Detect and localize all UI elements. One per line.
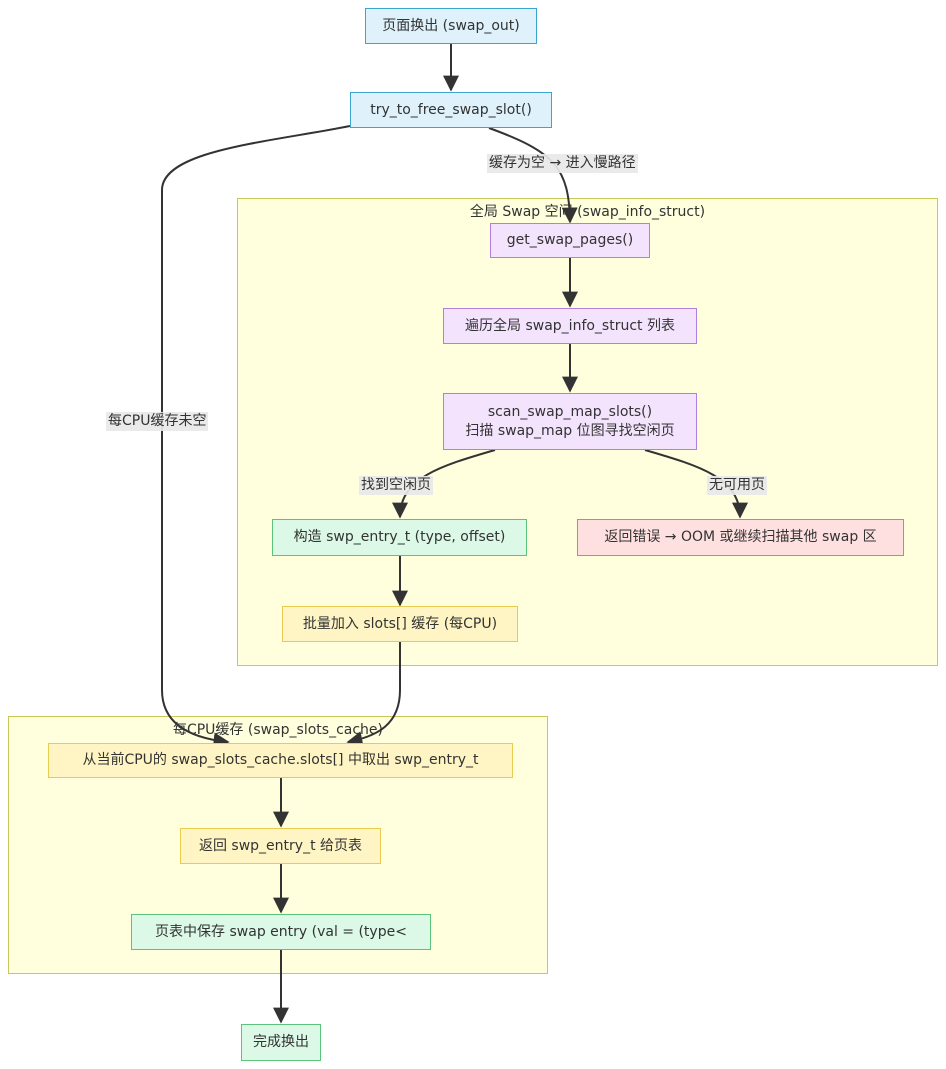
node-traverse-label: 遍历全局 swap_info_struct 列表: [465, 317, 675, 334]
node-scan-label-line2: 扫描 swap_map 位图寻找空闲页: [465, 422, 675, 439]
edge-scan-to-construct: [392, 449, 496, 519]
cluster-global-title: 全局 Swap 空间 (swap_info_struct): [469, 204, 706, 220]
node-batch-label: 批量加入 slots[] 缓存 (每CPU): [302, 615, 498, 632]
edge-tryfree-to-getpages: [488, 127, 578, 224]
edge-label-percpu-not-empty: 每CPU缓存未空: [106, 412, 209, 431]
edge-label-empty-cache: 缓存为空 → 进入慢路径: [487, 154, 638, 173]
node-done: 完成换出: [241, 1024, 321, 1061]
node-save-swap-entry: 页表中保存 swap entry (val = (type<: [131, 914, 431, 950]
node-done-label: 完成换出: [253, 1034, 309, 1050]
node-construct-swp-entry: 构造 swp_entry_t (type, offset): [272, 519, 527, 556]
node-try-to-free-swap-slot: try_to_free_swap_slot(): [350, 92, 552, 128]
node-batch-add-slots: 批量加入 slots[] 缓存 (每CPU): [282, 606, 518, 642]
edge-scan-to-error: [644, 449, 748, 519]
edge-label-none: 无可用页: [707, 476, 767, 495]
node-get-pages-label: get_swap_pages(): [506, 232, 634, 248]
node-return-error: 返回错误 → OOM 或继续扫描其他 swap 区: [577, 519, 904, 556]
edge-batch-to-take: [346, 642, 401, 748]
node-swap-out: 页面换出 (swap_out): [365, 8, 537, 44]
node-construct-label: 构造 swp_entry_t (type, offset): [293, 529, 506, 545]
node-return-entry-label: 返回 swp_entry_t 给页表: [198, 837, 363, 854]
node-traverse-swap-info: 遍历全局 swap_info_struct 列表: [443, 308, 697, 344]
node-return-swp-entry: 返回 swp_entry_t 给页表: [180, 828, 381, 864]
node-try-free-label: try_to_free_swap_slot(): [370, 101, 532, 118]
node-scan-label-line1: scan_swap_map_slots(): [487, 403, 653, 420]
node-get-swap-pages: get_swap_pages(): [490, 223, 650, 258]
edge-label-found: 找到空闲页: [359, 476, 433, 495]
node-error-label: 返回错误 → OOM 或继续扫描其他 swap 区: [604, 529, 877, 545]
edge-tryfree-to-take: [161, 125, 351, 749]
node-take-label: 从当前CPU的 swap_slots_cache.slots[] 中取出 swp…: [82, 752, 479, 768]
node-take-from-slots-cache: 从当前CPU的 swap_slots_cache.slots[] 中取出 swp…: [48, 743, 513, 778]
node-scan-swap-map-slots: scan_swap_map_slots() 扫描 swap_map 位图寻找空闲…: [443, 393, 697, 450]
node-swap-out-label: 页面换出 (swap_out): [382, 17, 520, 34]
node-save-label: 页表中保存 swap entry (val = (type<: [155, 923, 407, 940]
